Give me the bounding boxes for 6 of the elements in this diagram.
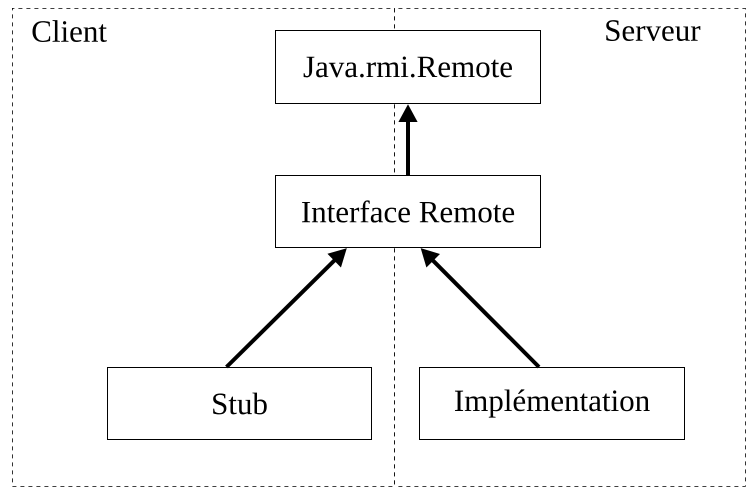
class-box: Stub — [107, 366, 372, 440]
region-label: Client — [32, 20, 107, 42]
region-label: Serveur — [606, 20, 700, 42]
class-box: Java.rmi.Remote — [275, 30, 541, 104]
class-box: Interface Remote — [275, 174, 541, 248]
class-box: Implémentation — [419, 366, 685, 440]
